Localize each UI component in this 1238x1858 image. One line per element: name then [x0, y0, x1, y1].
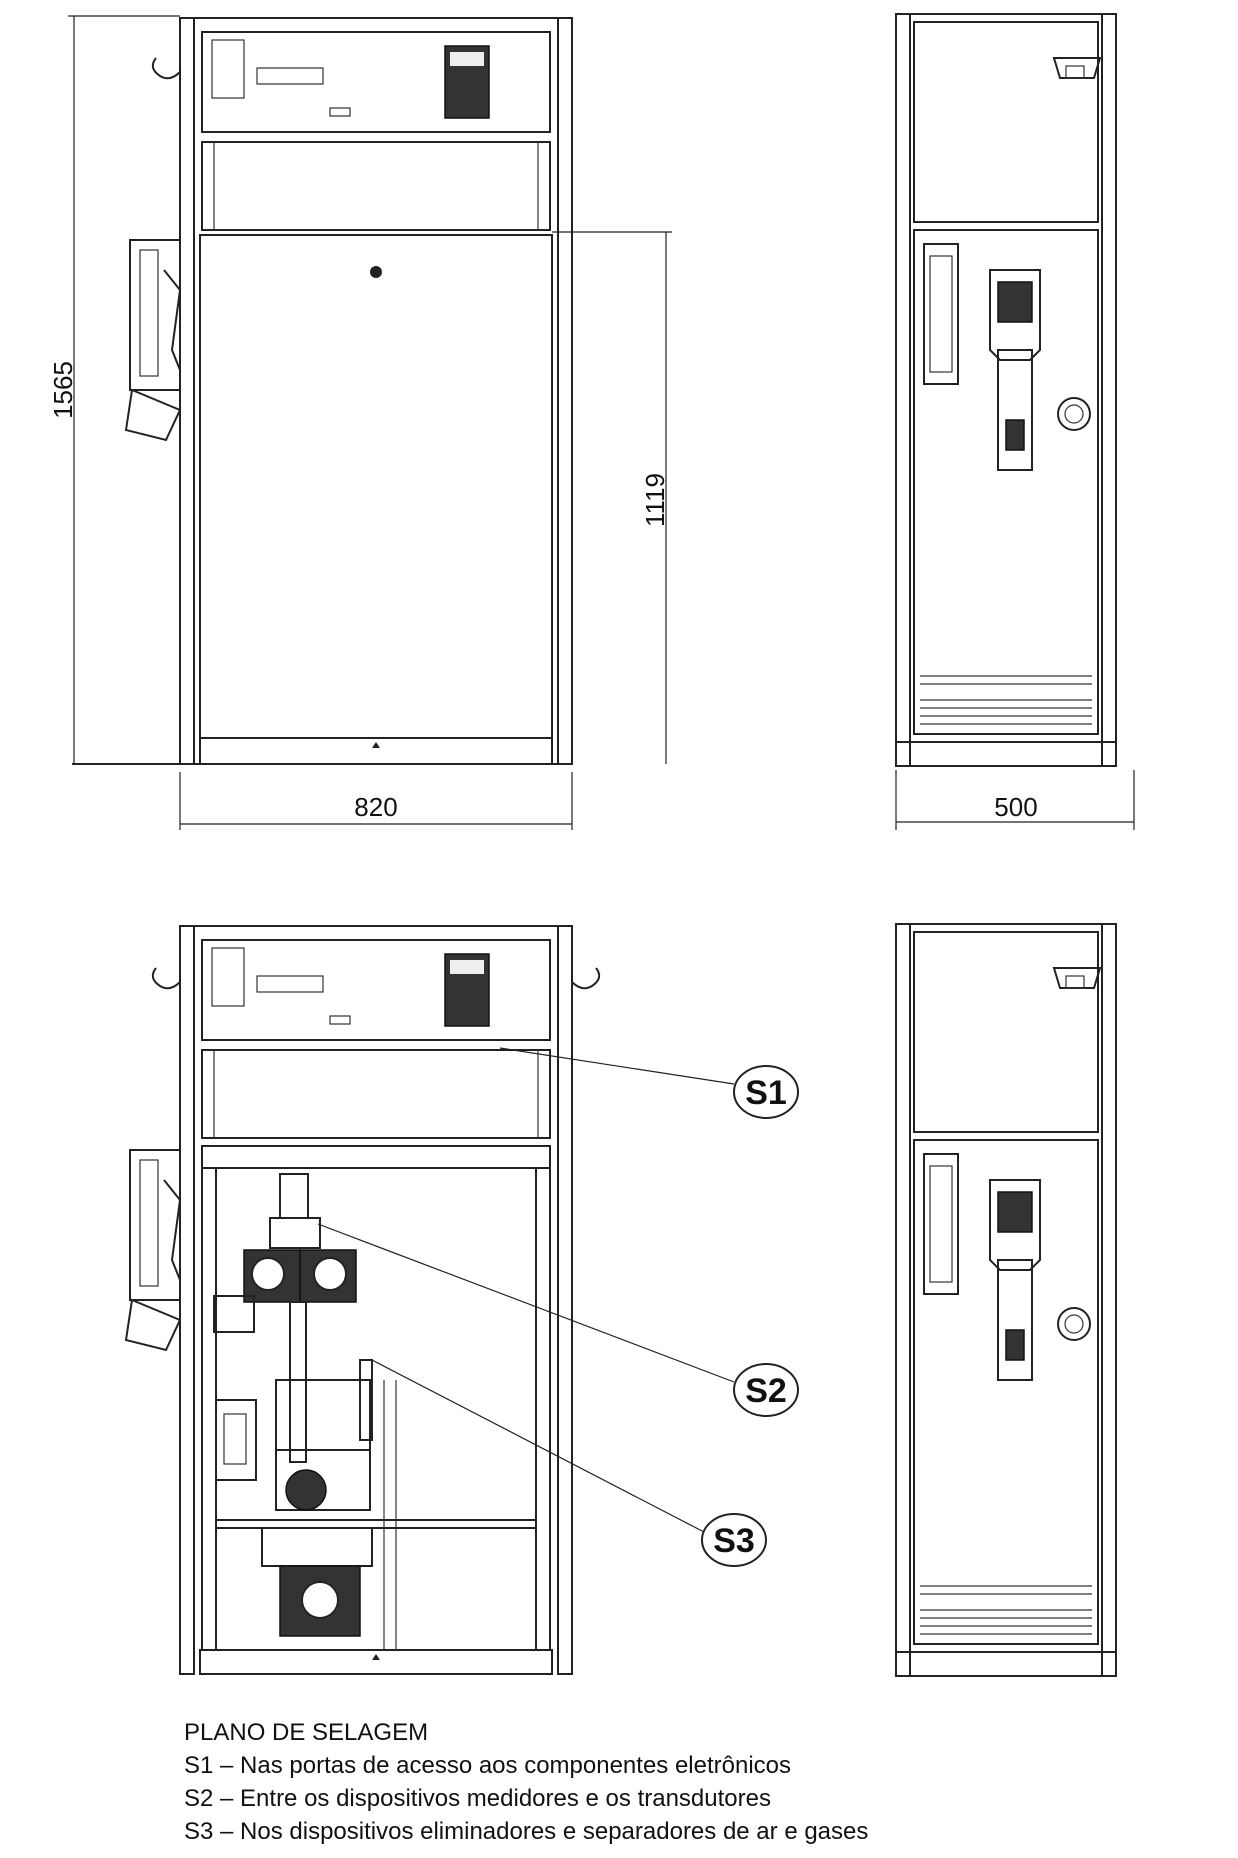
- callout-s1: S1: [733, 1065, 799, 1119]
- legend-item-s1: S1 – Nas portas de acesso aos componente…: [184, 1752, 792, 1779]
- handle-icon: [1052, 57, 1102, 79]
- legend-item-s2: S2 – Entre os dispositivos medidores e o…: [184, 1785, 771, 1812]
- callout-s2: S2: [733, 1363, 799, 1417]
- callout-leaders: [317, 1047, 735, 1533]
- dimension-820-label: 820: [354, 792, 397, 822]
- lock-icon: [1057, 397, 1091, 431]
- meter-assembly: [213, 1173, 536, 1650]
- dimension-1565-label: 1565: [48, 361, 78, 419]
- keypad-icon: [444, 45, 490, 119]
- nozzle-holder-left: [124, 239, 182, 442]
- legend-title: PLANO DE SELAGEM: [184, 1719, 429, 1746]
- nozzle-boot: [923, 1153, 1041, 1381]
- callout-s3: S3: [701, 1513, 767, 1567]
- nozzle-boot: [923, 243, 1041, 471]
- dimension-1119-label: 1119: [640, 473, 670, 527]
- keypad-icon: [444, 953, 490, 1027]
- handle-icon: [1052, 967, 1102, 989]
- nozzle-holder-left: [124, 1149, 182, 1352]
- dimension-door-height: 1119: [552, 231, 672, 764]
- side-view-bottom: [895, 923, 1117, 1677]
- dimension-total-height: 1565: [48, 15, 180, 764]
- side-view-top: [895, 13, 1117, 767]
- callout-s1-label: S1: [745, 1074, 787, 1112]
- front-view-closed: [72, 17, 573, 765]
- dimension-500-label: 500: [994, 792, 1037, 822]
- legend-item-s3: S3 – Nos dispositivos eliminadores e sep…: [184, 1818, 869, 1845]
- dimension-side-width: 500: [895, 770, 1135, 830]
- callout-s2-label: S2: [745, 1372, 787, 1410]
- front-view-open: [124, 925, 601, 1675]
- lock-icon: [1057, 1307, 1091, 1341]
- dimension-front-width: 820: [179, 772, 573, 830]
- sealing-plan-legend: PLANO DE SELAGEM S1 – Nas portas de aces…: [184, 1716, 1084, 1848]
- callout-s3-label: S3: [713, 1522, 755, 1560]
